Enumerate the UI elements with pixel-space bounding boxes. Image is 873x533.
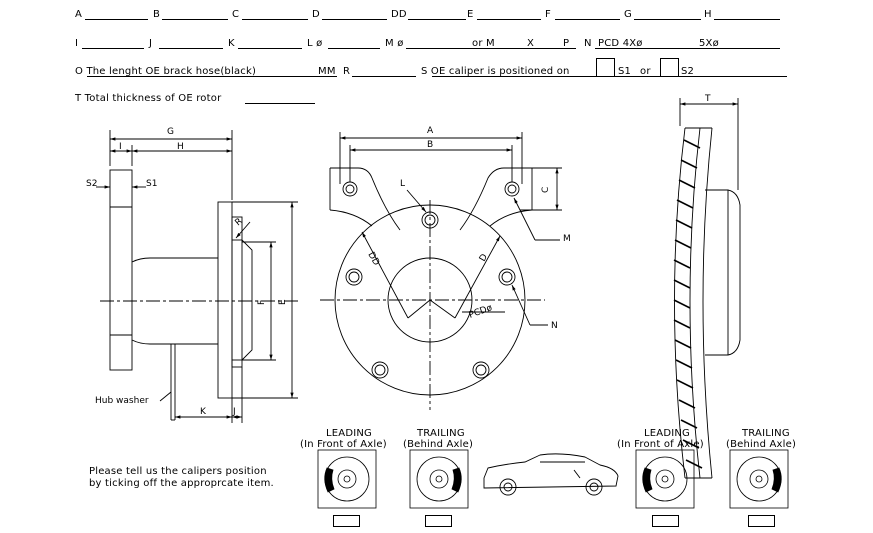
field-r-line[interactable] <box>352 76 416 77</box>
field-dd-label: DD <box>391 9 407 20</box>
dim-h: H <box>177 142 184 152</box>
s1-label: S1 <box>618 66 632 77</box>
field-b-line[interactable] <box>162 19 228 20</box>
leading-2-title: LEADING <box>644 428 691 439</box>
field-j-line[interactable] <box>159 48 223 49</box>
field-g-line[interactable] <box>634 19 701 20</box>
dim-s2: S2 <box>86 179 97 189</box>
leading-1-subtitle: (In Front of Axle) <box>300 439 387 450</box>
hub-dimension-labels: G I H S2 S1 R F E K J Hub washer <box>86 127 288 417</box>
field-c-line[interactable] <box>242 19 308 20</box>
leading-1-checkbox[interactable] <box>333 515 360 527</box>
or-m-label: or M <box>472 38 495 49</box>
dim-l: L <box>400 179 405 189</box>
dim-dd: DD <box>365 251 381 268</box>
dim-i: I <box>119 142 122 152</box>
field-dd-line[interactable] <box>408 19 466 20</box>
dim-m: M <box>563 234 571 244</box>
or-label: or <box>640 66 651 77</box>
pcd-4x-label: PCD 4Xø <box>598 38 643 49</box>
field-k-label: K <box>228 38 235 49</box>
dim-g: G <box>167 127 174 137</box>
trailing-2-checkbox[interactable] <box>748 515 775 527</box>
dim-e: E <box>278 299 288 305</box>
hub-side-view <box>96 130 300 423</box>
instruction-line-2: by ticking off the approprcate item. <box>89 478 274 489</box>
field-f-line[interactable] <box>555 19 620 20</box>
s1-checkbox[interactable] <box>596 58 615 77</box>
field-e-line[interactable] <box>477 19 541 20</box>
leading-2-checkbox[interactable] <box>652 515 679 527</box>
rotor-icon-leading-2 <box>635 449 695 509</box>
leading-2-subtitle: (In Front of Axle) <box>617 439 704 450</box>
field-c-label: C <box>232 9 240 20</box>
field-o-label: O The lenght OE brack hose(black) <box>75 66 257 77</box>
pcd-5x-label: 5Xø <box>699 38 719 49</box>
field-o-line[interactable] <box>87 76 337 77</box>
field-m-line[interactable] <box>406 48 576 49</box>
field-p-label: P <box>563 38 570 49</box>
dim-r: R <box>234 217 245 229</box>
trailing-1-title: TRAILING <box>417 428 465 439</box>
field-a-label: A <box>75 9 83 20</box>
field-n-line[interactable] <box>595 48 780 49</box>
field-t-label: T Total thickness of OE rotor <box>75 93 222 104</box>
field-g-label: G <box>624 9 632 20</box>
dim-f: F <box>257 300 267 305</box>
dim-n: N <box>551 321 558 331</box>
dim-t: T <box>704 94 711 104</box>
field-b-label: B <box>153 9 161 20</box>
field-d-label: D <box>312 9 320 20</box>
rotor-icon-leading-1 <box>317 449 377 509</box>
rotor-side-view <box>673 98 741 479</box>
trailing-1-subtitle: (Behind Axle) <box>403 439 474 450</box>
dim-j: J <box>232 407 236 417</box>
leading-1-title: LEADING <box>326 428 373 439</box>
field-l-line[interactable] <box>328 48 380 49</box>
field-t-line[interactable] <box>245 103 315 104</box>
dim-s1: S1 <box>146 179 157 189</box>
field-l-label: L ø <box>307 38 323 49</box>
trailing-1-checkbox[interactable] <box>425 515 452 527</box>
dim-k: K <box>200 407 207 417</box>
dim-b: B <box>427 140 433 150</box>
field-n-label: N <box>584 38 592 49</box>
trailing-2-subtitle: (Behind Axle) <box>726 439 797 450</box>
field-j-label: J <box>149 38 153 49</box>
instruction-line-1: Please tell us the calipers position <box>89 466 267 477</box>
field-x-label: X <box>527 38 535 49</box>
field-f-label: F <box>545 9 551 20</box>
dim-a: A <box>427 126 434 136</box>
field-h-line[interactable] <box>714 19 780 20</box>
field-i-line[interactable] <box>82 48 144 49</box>
field-d-line[interactable] <box>322 19 387 20</box>
hub-washer-label: Hub washer <box>95 396 149 406</box>
field-a-line[interactable] <box>85 19 148 20</box>
rotor-icon-trailing-2 <box>729 449 789 509</box>
field-h-label: H <box>704 9 712 20</box>
s2-checkbox[interactable] <box>660 58 679 77</box>
field-k-line[interactable] <box>238 48 302 49</box>
dim-c: C <box>541 187 551 193</box>
s2-label: S2 <box>681 66 695 77</box>
field-s-label: S OE caliper is positioned on <box>421 66 570 77</box>
caliper-front-view <box>320 132 562 410</box>
field-i-label: I <box>75 38 79 49</box>
car-illustration <box>483 453 619 496</box>
field-mm-label: MM <box>318 66 336 77</box>
trailing-2-title: TRAILING <box>742 428 790 439</box>
field-r-label: R <box>343 66 351 77</box>
field-m-label: M ø <box>385 38 404 49</box>
dim-d: D <box>478 252 490 263</box>
rotor-icon-trailing-1 <box>409 449 469 509</box>
field-e-label: E <box>467 9 474 20</box>
